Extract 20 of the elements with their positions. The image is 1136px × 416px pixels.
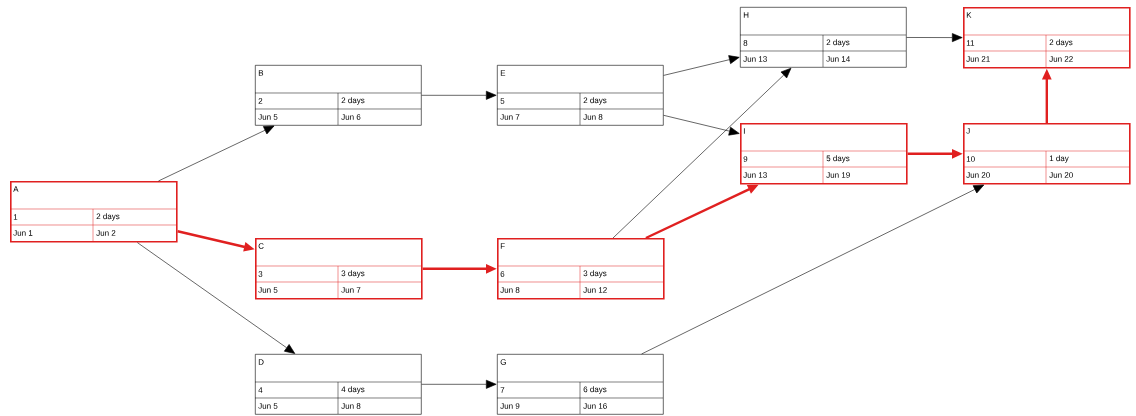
arrow bbox=[421, 90, 497, 100]
task-box: E 5 2 days Jun 7 Jun 8 bbox=[496, 65, 664, 126]
task-box: B 2 2 days Jun 5 Jun 6 bbox=[254, 65, 422, 126]
task-box: K 11 2 days Jun 21 Jun 22 bbox=[962, 7, 1131, 69]
arrow bbox=[906, 33, 963, 42]
arrow bbox=[421, 379, 497, 389]
task-box: I 9 5 days Jun 13 Jun 19 bbox=[739, 123, 908, 185]
task-box: G 7 6 days Jun 9 Jun 16 bbox=[496, 354, 664, 415]
arrow bbox=[158, 125, 275, 182]
arrow bbox=[663, 55, 740, 76]
task-box: A 1 2 days Jun 1 Jun 2 bbox=[9, 181, 178, 243]
arrow bbox=[137, 242, 296, 354]
arrow bbox=[641, 184, 985, 355]
arrow bbox=[663, 115, 740, 136]
task-box: J 10 1 day Jun 20 Jun 20 bbox=[962, 123, 1131, 185]
task-box: C 3 3 days Jun 5 Jun 7 bbox=[254, 238, 423, 300]
arrow bbox=[612, 67, 792, 239]
task-box: F 6 3 days Jun 8 Jun 12 bbox=[496, 238, 665, 300]
task-box: H 8 2 days Jun 13 Jun 14 bbox=[739, 7, 907, 68]
task-box: D 4 4 days Jun 5 Jun 8 bbox=[254, 354, 422, 415]
